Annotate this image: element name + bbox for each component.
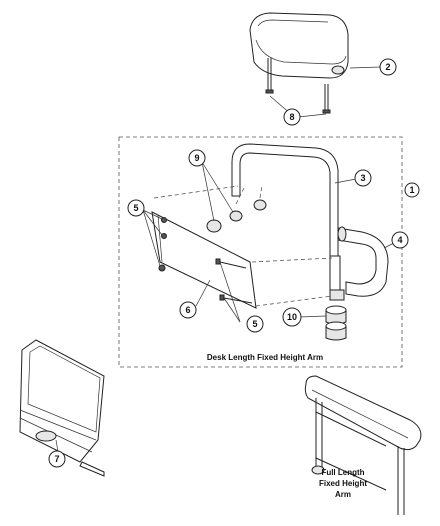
callout-1-label: 1 [409, 185, 414, 195]
assembly-boundary [118, 136, 403, 368]
callout-8: 8 [283, 108, 301, 126]
callout-6: 6 [179, 301, 197, 319]
armpad [249, 12, 349, 79]
screws [265, 58, 331, 114]
callout-9: 9 [188, 149, 206, 167]
callout-2-label: 2 [385, 62, 390, 72]
callout-4-label: 4 [397, 235, 402, 245]
full-arm-caption-line3: Arm [335, 490, 351, 499]
callout-5-left-label: 5 [133, 203, 138, 213]
full-arm-caption-line2: Fixed Height [319, 479, 367, 488]
callout-10: 10 [282, 307, 302, 327]
callout-7: 7 [48, 450, 66, 468]
panel-screws [215, 258, 253, 304]
callout-9-label: 9 [194, 153, 199, 163]
callout-2: 2 [379, 58, 397, 76]
callout-5-left: 5 [127, 199, 145, 217]
spacers [206, 199, 267, 233]
arm-tube [231, 143, 345, 301]
callout-10-label: 10 [287, 312, 297, 322]
desk-panel [151, 211, 257, 309]
assembly-lines [153, 185, 333, 307]
side-guard [19, 339, 105, 477]
tube-inserts [325, 305, 347, 341]
full-arm-caption-line1: Full Length [321, 468, 364, 477]
callout-4: 4 [391, 231, 409, 249]
leader-lines [55, 66, 399, 453]
callout-6-label: 6 [185, 305, 190, 315]
callout-3-label: 3 [360, 173, 365, 183]
desk-arm-caption: Desk Length Fixed Height Arm [207, 353, 323, 362]
full-length-arm [304, 375, 422, 515]
callout-7-label: 7 [54, 454, 59, 464]
callout-5-right-label: 5 [252, 319, 257, 329]
callout-8-label: 8 [289, 112, 294, 122]
arm-side-tube [337, 226, 389, 297]
callout-5-right: 5 [246, 315, 264, 333]
callout-1: 1 [404, 182, 420, 198]
callout-3: 3 [354, 169, 372, 187]
